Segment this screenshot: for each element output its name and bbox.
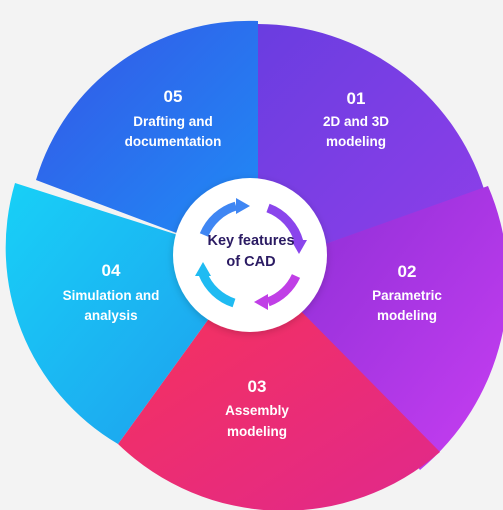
- segment-05-number: 05: [164, 87, 183, 106]
- segment-01-label-line2: modeling: [326, 134, 386, 149]
- segment-02-wedge: [290, 186, 503, 470]
- segment-02-label-line2: modeling: [377, 308, 437, 323]
- segment-05-label-line1: Drafting and: [133, 114, 213, 129]
- segment-03-wedge: [118, 300, 440, 510]
- center-title-line1: Key features: [207, 233, 294, 249]
- segment-02-number: 02: [398, 262, 417, 281]
- cycle-arrows-icon: [195, 198, 307, 310]
- segment-01-label-line1: 2D and 3D: [323, 114, 389, 129]
- segment-04-label-line1: Simulation and: [63, 288, 160, 303]
- segment-03-number: 03: [248, 377, 267, 396]
- segment-05-wedge: [36, 20, 258, 244]
- center-title-line2: of CAD: [226, 254, 275, 270]
- segment-01-number: 01: [347, 89, 366, 108]
- segment-02-label-line1: Parametric: [372, 288, 442, 303]
- segment-04-wedge: [5, 183, 218, 444]
- segment-03-label-line2: modeling: [227, 424, 287, 439]
- segment-04-label-line2: analysis: [84, 308, 137, 323]
- segment-01-wedge: [258, 24, 484, 253]
- segment-03-label-line1: Assembly: [225, 403, 289, 418]
- segment-05-label-line2: documentation: [125, 134, 222, 149]
- segment-04-number: 04: [102, 261, 121, 280]
